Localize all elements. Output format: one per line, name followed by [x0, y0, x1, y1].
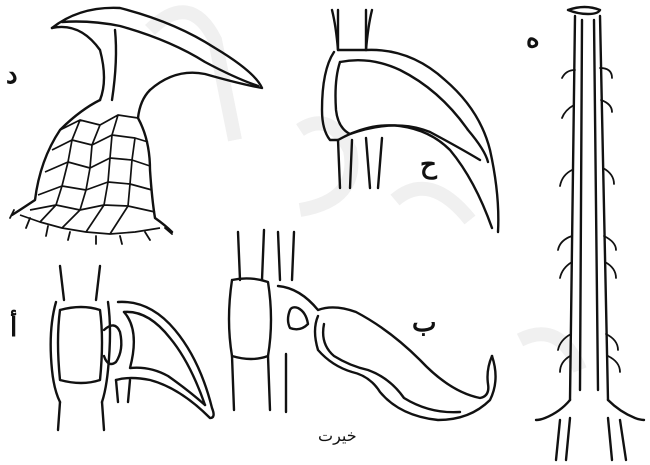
label-d: د — [6, 62, 18, 88]
figure-e-branched-hair — [536, 7, 644, 460]
figure-a-small-hook-hair — [51, 266, 214, 430]
figure-h-hook-hair — [322, 10, 498, 232]
label-b: ب — [412, 310, 436, 336]
figure-b-s-shaped-hair — [229, 230, 496, 420]
signature-text: خيرت — [318, 428, 357, 444]
label-e: ه — [526, 26, 540, 52]
figure-d-t-shaped-hair — [10, 8, 262, 244]
label-a: أ — [10, 315, 17, 341]
label-h: ح — [420, 152, 437, 178]
